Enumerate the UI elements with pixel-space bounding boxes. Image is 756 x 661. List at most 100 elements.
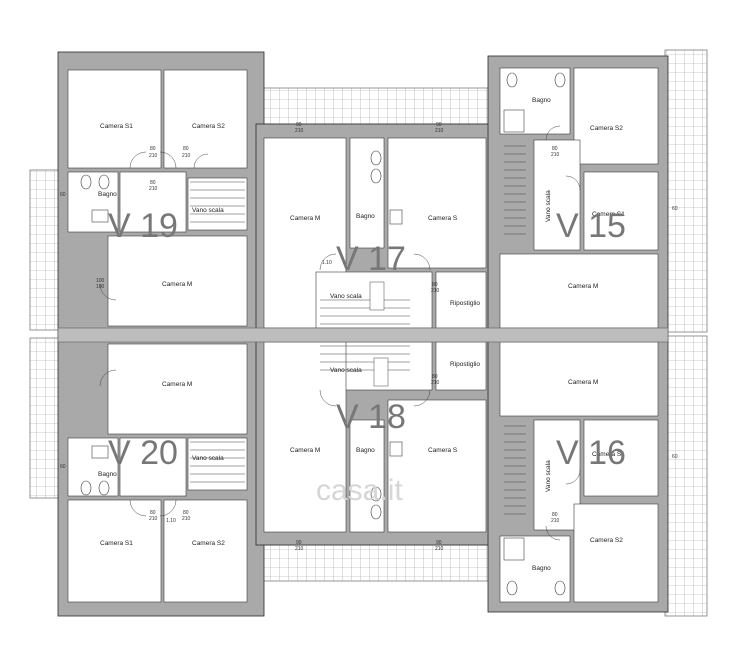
- room-ripostiglio-v18: [435, 341, 487, 391]
- bathroom-fixtures: [80, 72, 566, 596]
- label-camera-s-v17: Camera S: [428, 215, 458, 222]
- dim-door-w: 80: [552, 512, 558, 518]
- unit-label-v16: V 16: [556, 434, 626, 472]
- dim-door-w: 80: [432, 374, 438, 380]
- dim-door-w: 80: [150, 146, 156, 152]
- terrace-left-bottom: [29, 337, 63, 499]
- room-camera-s1-v15: [583, 171, 659, 251]
- dim-door-h: 210: [149, 516, 158, 522]
- label-camera-s2-v19: Camera S2: [192, 123, 225, 130]
- label-vano-scala-v20: Vano scala: [192, 455, 224, 462]
- room-camera-m-v19: [107, 235, 248, 327]
- unit-labels: V 19 V 17 V 15 V 20 V 18 V 16: [108, 207, 626, 472]
- dim-door-w: 80: [150, 510, 156, 516]
- terrace-right-bottom: [664, 335, 708, 617]
- room-camera-s2-v16: [573, 503, 659, 603]
- dim-door-h: 210: [182, 153, 191, 159]
- dim-frac: 90: [436, 540, 442, 546]
- watermark-text: casa.it: [316, 474, 403, 507]
- room-hall-v15: [533, 139, 581, 251]
- label-vano-scala-v15: Vano scala: [545, 190, 552, 222]
- dim-window-w: 100: [96, 278, 105, 284]
- dim-frac-h: 210: [435, 546, 444, 552]
- label-bagno-v15: Bagno: [532, 97, 551, 104]
- dim-door-h: 210: [149, 186, 158, 192]
- label-bagno-v16: Bagno: [532, 565, 551, 572]
- dim-door-w: 80: [150, 180, 156, 186]
- dim-frac: 90: [296, 122, 302, 128]
- room-camera-s-v17: [387, 137, 487, 269]
- dim-door-h: 210: [551, 152, 560, 158]
- dim-door-w: 80: [432, 282, 438, 288]
- dim-door-h: 210: [551, 518, 560, 524]
- room-labels: Camera S1 Camera S2 Bagno Vano scala Cam…: [98, 97, 625, 572]
- room-stair-v20: [187, 437, 248, 491]
- room-camera-s1-v20: [67, 499, 162, 603]
- label-vano-scala-v17: Vano scala: [330, 293, 362, 300]
- room-camera-s-v18: [387, 399, 487, 533]
- dim-door-w: 80: [183, 510, 189, 516]
- room-camera-s1-v19: [67, 69, 162, 169]
- room-hall-v16: [533, 419, 581, 531]
- room-camera-s1-v16: [583, 419, 659, 497]
- label-camera-s1-v20: Camera S1: [100, 540, 133, 547]
- label-camera-s-v18: Camera S: [428, 447, 458, 454]
- label-camera-s2-v15: Camera S2: [590, 125, 623, 132]
- room-stair-v19: [187, 177, 248, 231]
- label-ripostiglio-v18: Ripostiglio: [450, 361, 480, 368]
- room-camera-s2-v20: [163, 499, 248, 603]
- dim-frac-h: 210: [295, 546, 304, 552]
- central-corridor: [57, 327, 669, 343]
- label-camera-s2-v16: Camera S2: [590, 537, 623, 544]
- terrace-top-center: [261, 87, 489, 125]
- room-camera-m-v15: [499, 253, 659, 329]
- room-hall-v20: [119, 437, 187, 497]
- dim-door-h: 210: [182, 516, 191, 522]
- terrace-left-top: [29, 169, 63, 331]
- dim-frac-h: 210: [295, 128, 304, 134]
- label-bagno-v19: Bagno: [98, 191, 117, 198]
- unit-label-v17: V 17: [336, 240, 406, 278]
- label-ripostiglio-v17: Ripostiglio: [450, 300, 480, 307]
- door-swings: [99, 125, 581, 541]
- room-bagno-v19: [67, 171, 119, 233]
- label-bagno-v18: Bagno: [356, 447, 375, 454]
- dim-small: 60: [672, 454, 678, 460]
- label-vano-scala-v19: Vano scala: [192, 207, 224, 214]
- label-camera-m-v20: Camera M: [162, 381, 192, 388]
- label-camera-m-v15: Camera M: [568, 283, 598, 290]
- dim-door-w: 80: [183, 146, 189, 152]
- terrace-bottom-center: [261, 544, 489, 582]
- dim-frac-h: 210: [435, 128, 444, 134]
- dim-level: 1.10: [166, 518, 176, 524]
- terrace-right-top: [664, 49, 708, 333]
- label-vano-scala-v16: Vano scala: [545, 460, 552, 492]
- label-camera-m-v18: Camera M: [290, 447, 320, 454]
- room-hall-v19: [119, 171, 187, 233]
- unit-label-v15: V 15: [556, 207, 626, 245]
- dim-small: 60: [60, 464, 66, 470]
- dim-level: 1.10: [322, 260, 332, 266]
- dimension-labels: 80 210 80 210 80 210 100 100 1.10 80 210…: [60, 122, 678, 552]
- unit-label-v20: V 20: [108, 434, 178, 472]
- dim-small: 60: [672, 206, 678, 212]
- dim-door-h: 210: [431, 380, 440, 386]
- dim-door-w: 80: [552, 146, 558, 152]
- unit-label-v18: V 18: [336, 398, 406, 436]
- label-camera-s2-v20: Camera S2: [192, 540, 225, 547]
- room-ripostiglio-v17: [435, 271, 487, 329]
- label-bagno-v17: Bagno: [356, 213, 375, 220]
- unit-label-v19: V 19: [108, 207, 178, 245]
- label-camera-m-v16: Camera M: [568, 379, 598, 386]
- dim-small: 60: [60, 192, 66, 198]
- label-camera-s1-v16: Camera S1: [592, 451, 625, 458]
- label-camera-s1-v19: Camera S1: [100, 123, 133, 130]
- label-camera-s1-v15: Camera S1: [592, 211, 625, 218]
- room-camera-m-v18: [263, 341, 347, 533]
- dim-frac: 90: [296, 540, 302, 546]
- label-camera-m-v17: Camera M: [290, 215, 320, 222]
- label-bagno-v20: Bagno: [98, 471, 117, 478]
- dim-door-h: 210: [149, 153, 158, 159]
- room-camera-s2-v15: [573, 67, 659, 165]
- dim-window-h: 100: [96, 284, 105, 290]
